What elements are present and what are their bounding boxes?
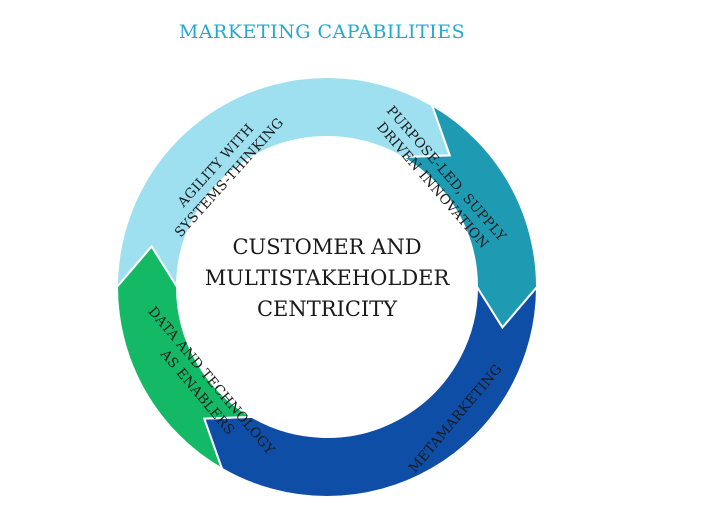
center-circle: [184, 144, 470, 430]
center-line-3: CENTRICITY: [257, 297, 398, 321]
segment-data-and-technology: [115, 244, 256, 472]
center-line-1: CUSTOMER AND: [232, 235, 421, 259]
center-text: CUSTOMER AND MULTISTAKEHOLDER CENTRICITY: [205, 235, 451, 321]
diagram-title: MARKETING CAPABILITIES: [179, 21, 465, 43]
center-line-2: MULTISTAKEHOLDER: [205, 266, 451, 290]
